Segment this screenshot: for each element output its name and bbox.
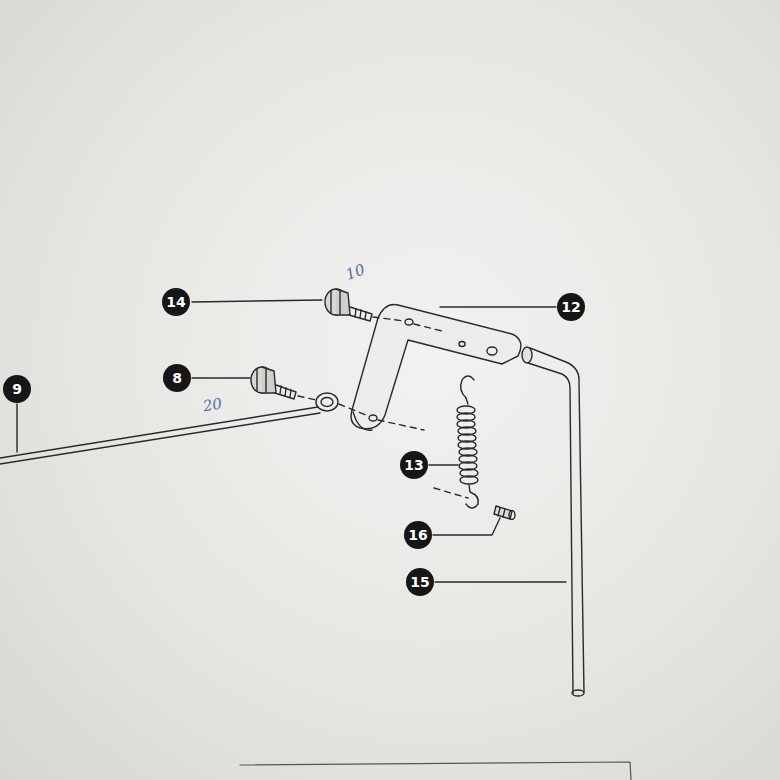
callout-number: 12 [557,293,585,321]
leader-line [16,404,17,452]
frame-line [240,762,631,780]
callout-number: 9 [3,375,31,403]
handwritten-note: 20 [202,396,223,414]
coil-spring [457,376,478,508]
callout-number: 15 [406,568,434,596]
leader-line [429,464,458,465]
leader-line [435,581,566,582]
callout-number: 8 [163,364,191,392]
leader-line [433,518,500,535]
bracket [351,305,521,431]
leader-line [192,377,250,378]
callout-number: 16 [404,521,432,549]
assembly-line [298,317,468,498]
callout-number: 13 [400,451,428,479]
handwritten-note: 10 [344,262,367,283]
thumb-screw [325,289,372,321]
leader-line [192,300,322,302]
thumb-screw [251,367,296,399]
leader-line [440,306,556,307]
rod [522,347,584,696]
rod [0,393,338,464]
callout-number: 14 [162,288,190,316]
screw [494,506,515,520]
